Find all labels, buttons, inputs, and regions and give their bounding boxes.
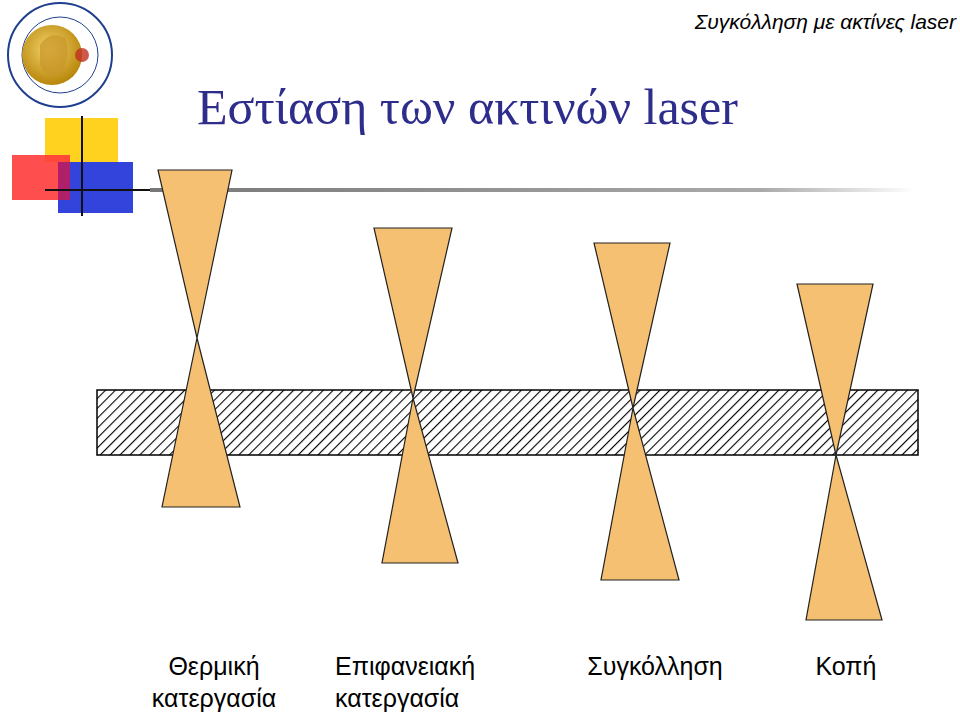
header-text: Συγκόλληση με ακτίνες laser (695, 10, 956, 34)
institution-logo (8, 3, 112, 107)
process-label: Θερμική κατεργασία (129, 650, 299, 713)
process-label: Κοπή (815, 650, 876, 682)
title-rule (150, 188, 915, 192)
decor-squares (12, 116, 155, 216)
laser-beams (158, 170, 882, 620)
process-label: Συγκόλληση (587, 650, 723, 682)
slide-title: Εστίαση των ακτινών laser (197, 78, 738, 136)
process-label: Επιφανειακή κατεργασία (335, 650, 510, 713)
